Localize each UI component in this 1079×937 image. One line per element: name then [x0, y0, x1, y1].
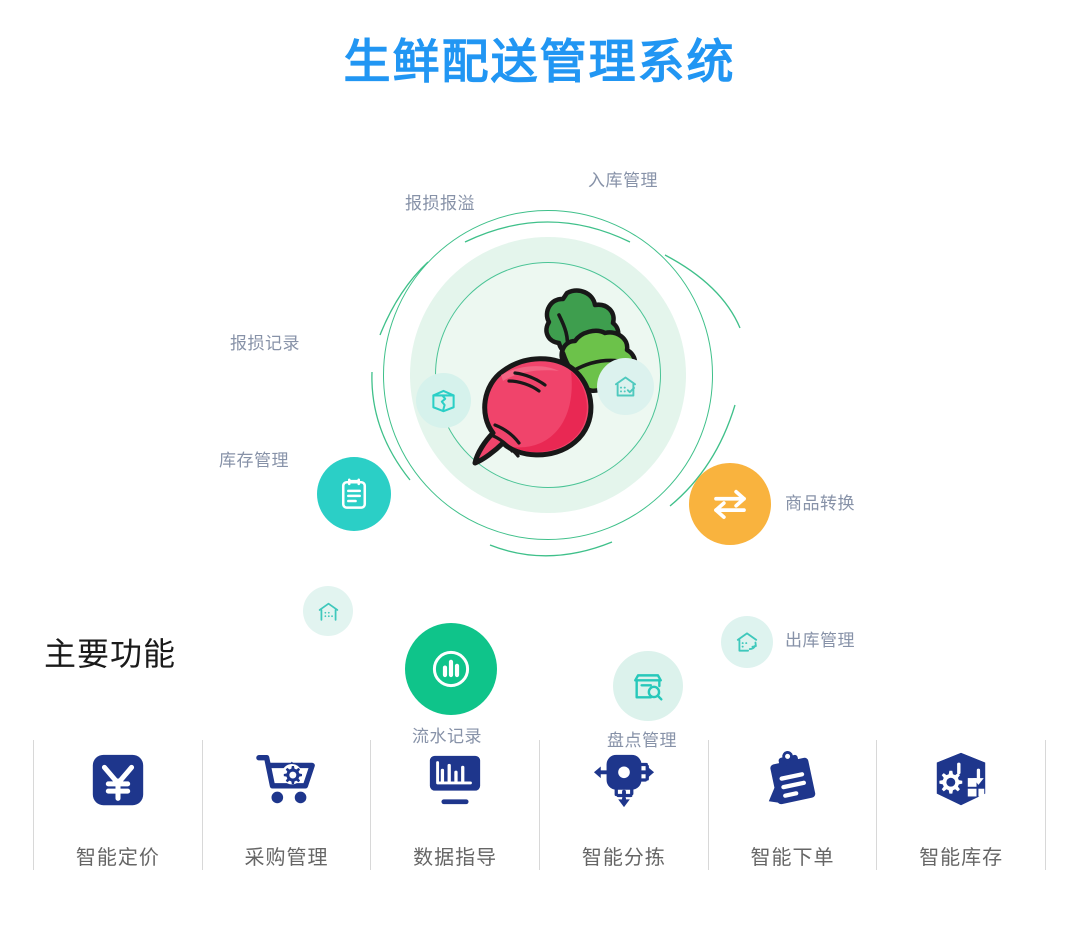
feature-item-smart-ordering[interactable]: 智能下单 — [707, 740, 877, 870]
node-label-outbound-management: 出库管理 — [785, 631, 855, 650]
yuan-badge-icon — [92, 754, 144, 805]
feature-item-smart-pricing[interactable]: 智能定价 — [33, 740, 202, 870]
box-search-icon — [634, 674, 663, 701]
box-gear-icon — [936, 752, 986, 805]
node-loss-record[interactable] — [317, 457, 391, 531]
feature-icon-wrap — [591, 746, 657, 813]
feature-icon-wrap — [255, 746, 319, 813]
feature-icon-wrap — [424, 746, 486, 813]
monitor-chart-icon — [430, 755, 481, 804]
features-grid: 智能定价 采购管理 — [33, 740, 1047, 870]
broken-box-icon — [432, 389, 455, 413]
feature-icon-wrap — [930, 746, 992, 813]
node-transaction-record[interactable] — [405, 623, 497, 715]
feature-label: 采购管理 — [244, 847, 329, 869]
feature-label: 智能下单 — [750, 847, 835, 869]
feature-label: 智能库存 — [919, 847, 1004, 869]
order-clipboard-icon — [768, 750, 815, 804]
section-heading-main-functions: 主要功能 — [44, 636, 177, 672]
feature-label: 智能分拣 — [581, 847, 666, 869]
clipboard-lines-icon — [341, 478, 367, 509]
hero-diagram: 报损报溢 入库管理 商品转换 — [0, 150, 1079, 750]
feature-label: 数据指导 — [413, 847, 498, 869]
page-title: 生鲜配送管理系统 — [343, 35, 736, 88]
node-inbound-management[interactable] — [597, 358, 654, 415]
warehouse-out-icon — [736, 632, 758, 652]
node-label-stocktaking-management: 盘点管理 — [607, 731, 677, 750]
warehouse-check-icon — [614, 376, 637, 397]
sorting-arrows-icon — [593, 754, 654, 807]
warehouse-icon — [318, 602, 338, 621]
node-label-inventory-management: 库存管理 — [219, 451, 289, 470]
feature-icon-wrap — [87, 746, 149, 813]
node-label-loss-overflow: 报损报溢 — [405, 194, 475, 213]
node-label-transaction-record: 流水记录 — [412, 727, 482, 746]
node-inventory-management[interactable] — [303, 586, 353, 636]
node-loss-overflow[interactable] — [416, 373, 471, 428]
node-label-loss-record: 报损记录 — [230, 334, 300, 353]
exchange-arrows-icon — [714, 489, 746, 519]
feature-label: 智能定价 — [75, 847, 160, 869]
node-product-conversion[interactable] — [689, 463, 771, 545]
feature-item-smart-sorting[interactable]: 智能分拣 — [539, 740, 708, 870]
feature-icon-wrap — [763, 746, 823, 813]
feature-item-smart-inventory[interactable]: 智能库存 — [876, 740, 1047, 870]
node-label-product-conversion: 商品转换 — [785, 494, 855, 513]
feature-item-data-guidance[interactable]: 数据指导 — [370, 740, 539, 870]
node-label-inbound-management: 入库管理 — [588, 171, 658, 190]
node-outbound-management[interactable] — [721, 616, 773, 668]
bar-chart-circle-icon — [432, 650, 470, 688]
node-stocktaking-management[interactable] — [613, 651, 683, 721]
feature-item-procurement-management[interactable]: 采购管理 — [201, 740, 371, 870]
radish-illustration — [472, 288, 638, 466]
cart-gear-icon — [255, 754, 315, 803]
